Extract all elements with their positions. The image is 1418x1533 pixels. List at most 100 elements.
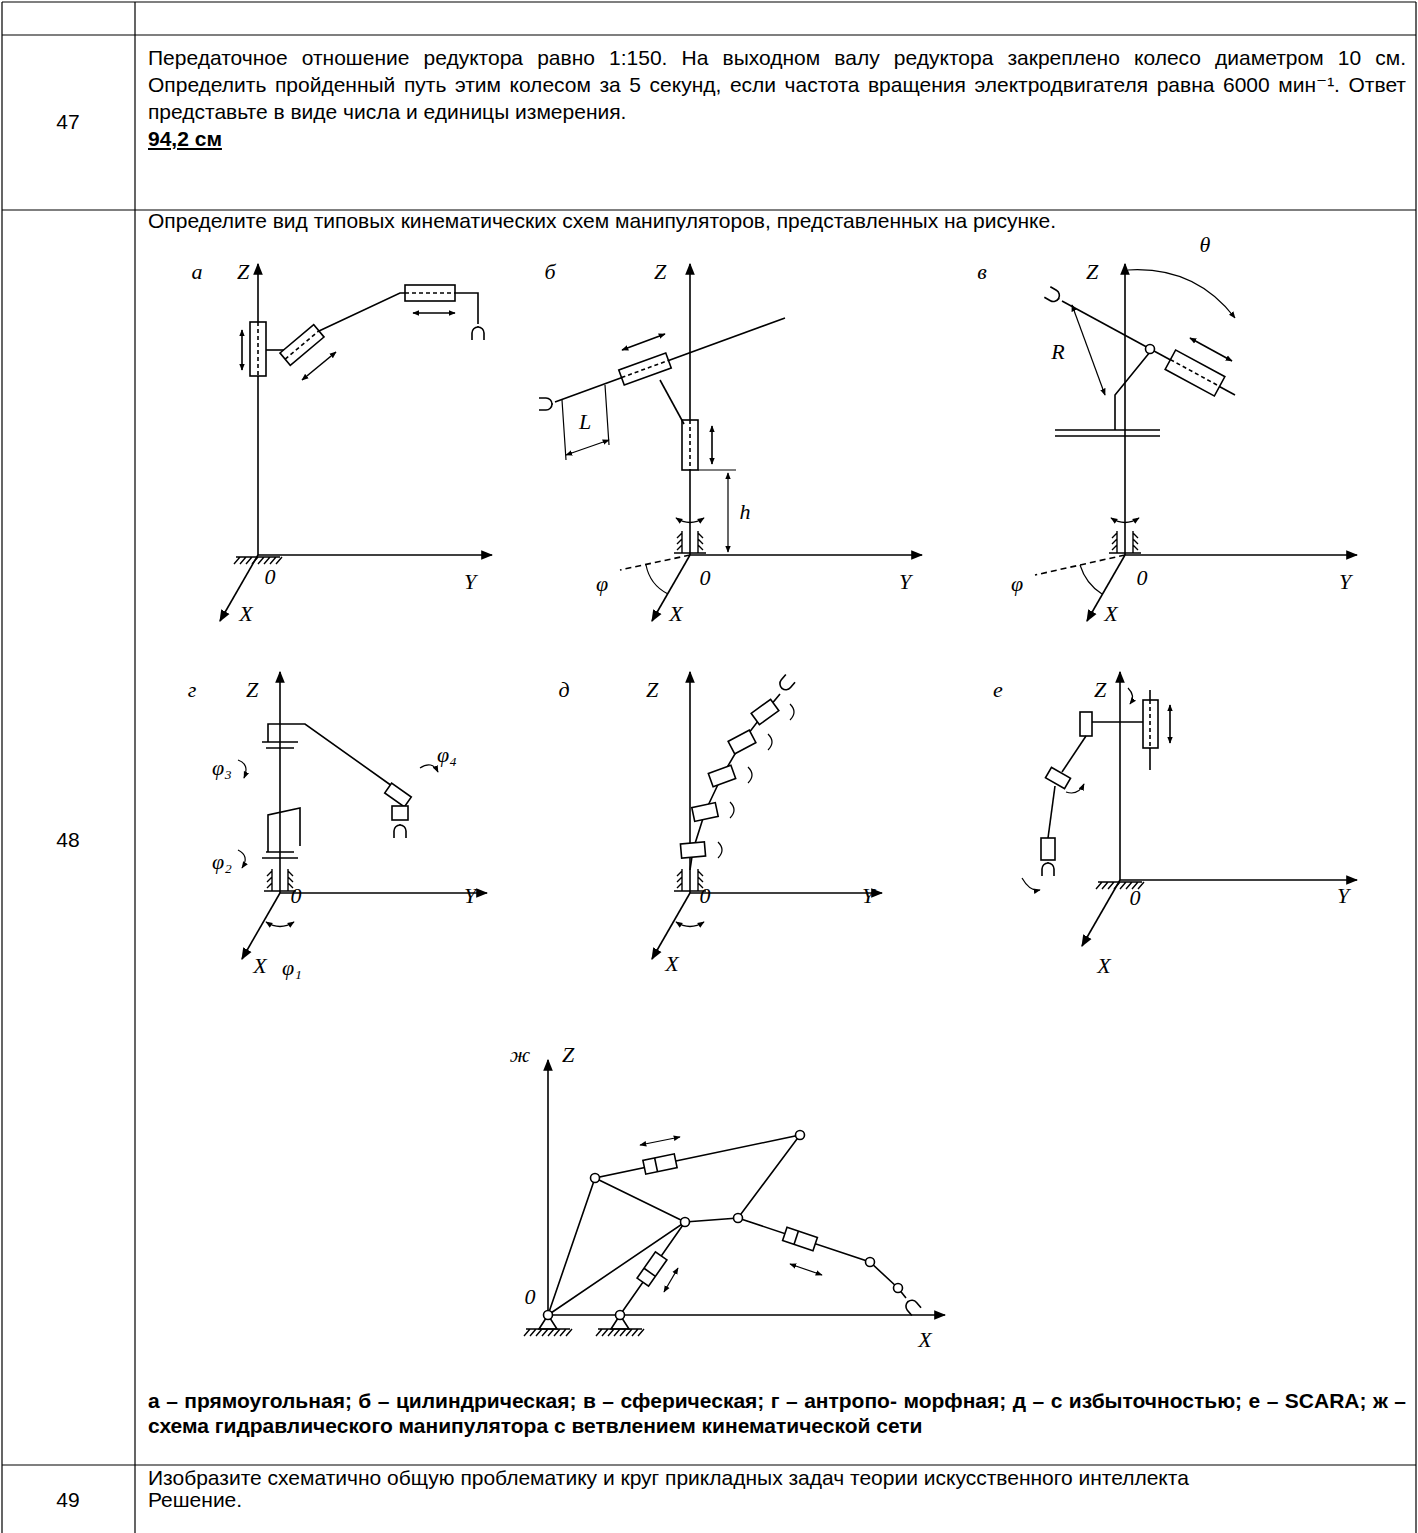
rotation-arrow: [420, 765, 438, 772]
figure-label: Y: [464, 571, 476, 593]
slider: [405, 285, 455, 301]
joint: [708, 765, 735, 786]
links: [548, 1135, 906, 1315]
figure-label: Z: [1086, 261, 1098, 283]
wrist: [1041, 838, 1055, 860]
motion-arrow: [302, 352, 336, 380]
table-cell: Изобразите схематично общую проблематику…: [148, 1467, 1406, 1511]
rotation: [676, 922, 704, 927]
wrist: [392, 806, 408, 820]
joint: [262, 852, 298, 858]
joint: [385, 783, 412, 807]
manipulator-cartesian: [220, 264, 492, 621]
slider-body: [619, 353, 671, 385]
figure-label: Y: [464, 885, 476, 907]
cylinder-body: [637, 1252, 667, 1286]
hinge: [616, 1311, 625, 1320]
question-text: Передаточное отношение редуктора равно 1…: [148, 45, 1406, 126]
figure-label: θ: [1200, 234, 1211, 256]
joint-body: [751, 699, 779, 724]
rotation-arrow: [1066, 784, 1084, 793]
z-axis: [257, 264, 259, 555]
figure-label: X: [239, 603, 252, 625]
figure-label: Y: [899, 571, 911, 593]
cylinder-body: [783, 1227, 818, 1250]
hinge: [796, 1131, 805, 1140]
joint-body: [728, 730, 756, 754]
dimension-line: [566, 440, 609, 455]
row-number: 47: [56, 110, 79, 134]
hydraulic-cylinder: [637, 1252, 667, 1286]
rotation-arrow: [1128, 688, 1133, 704]
hinge: [866, 1258, 875, 1267]
figure-label: X: [1104, 603, 1117, 625]
figure-label: 0: [700, 567, 711, 589]
extension-line: [562, 385, 609, 460]
figure-label: X: [669, 603, 682, 625]
figure-label: Z: [1094, 679, 1106, 701]
slider: [682, 420, 698, 470]
bearing: [1109, 531, 1141, 553]
arm: [1092, 721, 1143, 723]
manipulator-anthropomorphic: [238, 672, 487, 959]
motion-arrow: [664, 1268, 678, 1292]
joint-body: [680, 842, 705, 858]
answer-text: 94,2 см: [148, 126, 1406, 153]
manipulator-spherical: [1035, 264, 1357, 621]
figure-label: Z: [562, 1044, 574, 1066]
ground: [234, 557, 282, 564]
rotation-arrow: [1022, 878, 1040, 890]
y-axis: [1120, 879, 1357, 881]
link: [268, 808, 300, 852]
z-axis: [547, 1060, 549, 1315]
slider: [280, 325, 324, 366]
slider-axis: [1170, 360, 1219, 387]
slider: [619, 353, 671, 385]
slider: [1143, 700, 1158, 748]
joint-body: [1045, 767, 1070, 788]
hinge: [681, 1218, 690, 1227]
slider: [250, 322, 266, 376]
rotation: [1111, 518, 1139, 523]
figure-label: h: [740, 501, 751, 523]
figure-label: X: [253, 955, 266, 977]
piston: [794, 1231, 798, 1244]
arm: [555, 318, 785, 402]
figure-label: Z: [246, 679, 258, 701]
table-cell: Передаточное отношение редуктора равно 1…: [148, 45, 1406, 153]
table-cell: а – прямоугольная; б – цилиндрическая; в…: [148, 1388, 1406, 1438]
slider-body: [1165, 350, 1225, 396]
motion-arrow: [413, 312, 455, 314]
rotation-arrow: [238, 760, 246, 778]
answer-text: а – прямоугольная; б – цилиндрическая; в…: [148, 1388, 1406, 1438]
figure-label: X: [665, 953, 678, 975]
hinge: [544, 1311, 553, 1320]
gripper: [1044, 287, 1062, 304]
gripper: [777, 674, 795, 692]
joint: [1045, 767, 1070, 788]
dimension-line: [1072, 305, 1105, 395]
arm: [1062, 301, 1235, 395]
angle-arc: [1128, 270, 1235, 318]
slider-axis: [285, 331, 319, 359]
figure-label: Z: [654, 261, 666, 283]
pivot: [1146, 345, 1155, 354]
y-axis: [1125, 554, 1357, 556]
extension-line: [698, 469, 736, 470]
slider-axis: [622, 360, 669, 377]
row-number: 49: [56, 1488, 79, 1512]
cylinder-body: [643, 1154, 677, 1174]
slider-axis: [257, 322, 259, 376]
bearing: [674, 531, 706, 553]
gripper: [394, 824, 406, 838]
support: [1115, 352, 1150, 430]
hinge: [591, 1174, 600, 1183]
table-row-lines: [2, 2, 1416, 1465]
slider-axis: [689, 420, 691, 470]
dimension-line: [727, 473, 728, 552]
figure-label: д: [558, 679, 569, 701]
angle-arc: [646, 565, 668, 594]
row-number: 48: [56, 828, 79, 852]
motion-arrow: [790, 1264, 822, 1275]
